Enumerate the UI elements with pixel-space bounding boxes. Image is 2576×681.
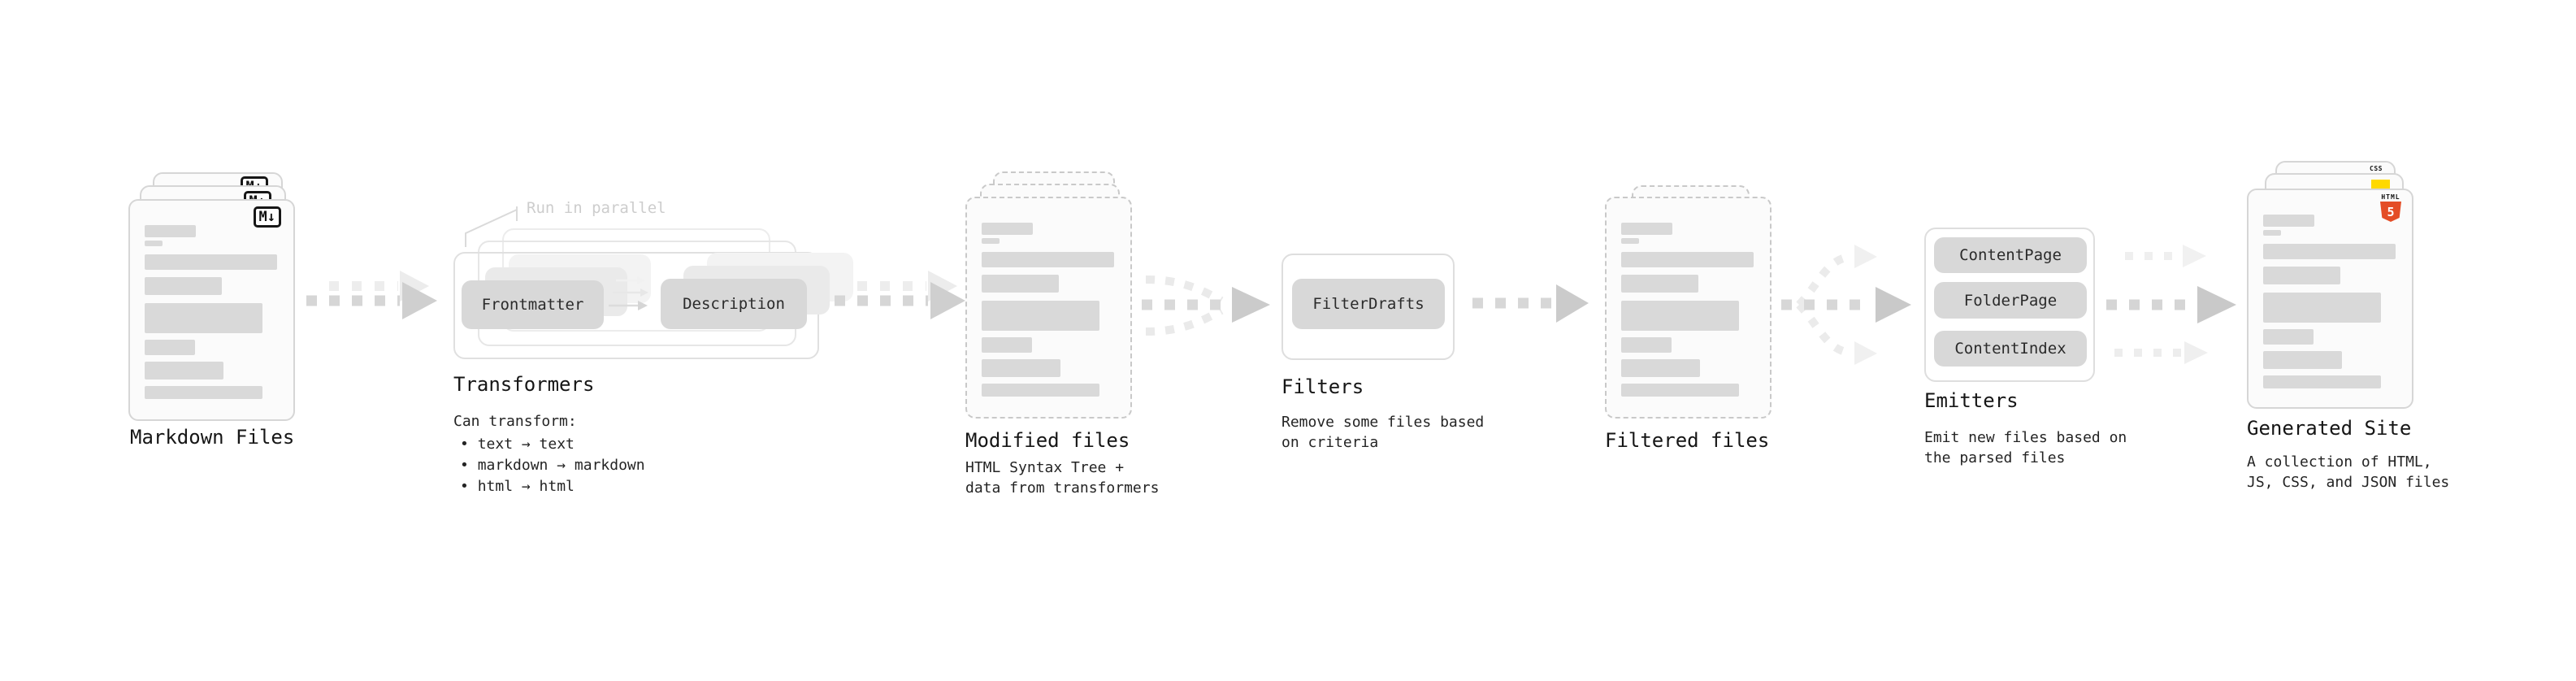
emitters-sub: Emit new files based on the parsed files: [1924, 427, 2127, 468]
placeholder-bar: [145, 277, 222, 295]
transformer-pill-description: Description: [661, 279, 807, 329]
placeholder-bar: [1621, 275, 1698, 293]
placeholder-bar: [145, 362, 223, 380]
placeholder-bar: [2263, 244, 2396, 259]
transformer-pill-frontmatter: Frontmatter: [462, 280, 604, 329]
sub-line: the parsed files: [1924, 449, 2066, 466]
arrow-modified-to-filters-merge: [1142, 275, 1270, 336]
stage-label-transformers: Transformers: [453, 373, 595, 396]
sub-line: A collection of HTML,: [2247, 453, 2432, 471]
placeholder-bar: [1621, 252, 1754, 267]
run-in-parallel-callout: [465, 206, 518, 247]
placeholder-bar: [2263, 215, 2314, 227]
placeholder-bar: [982, 359, 1060, 377]
sub-line: HTML Syntax Tree +: [965, 459, 1125, 476]
stage-label-emitters: Emitters: [1924, 389, 2019, 412]
placeholder-bar: [2263, 375, 2381, 388]
markdown-badge-icon: M↓: [253, 206, 281, 228]
transformers-bullet: text → text: [460, 436, 575, 453]
arrow-markdown-to-transformers: [306, 271, 437, 319]
sub-line: Remove some files based: [1281, 414, 1485, 431]
run-in-parallel-note: Run in parallel: [527, 199, 666, 217]
placeholder-bar: [982, 337, 1032, 353]
placeholder-bar: [982, 384, 1099, 397]
stage-label-filtered-files: Filtered files: [1605, 429, 1770, 452]
placeholder-bar: [145, 340, 195, 355]
placeholder-bar: [1621, 337, 1672, 353]
css-badge-label: CSS: [2370, 165, 2383, 172]
stage-label-modified-files: Modified files: [965, 429, 1130, 452]
placeholder-bar: [2263, 329, 2314, 345]
transformers-desc: Can transform:: [453, 413, 577, 430]
js-badge-icon: [2371, 180, 2390, 190]
sub-line: on criteria: [1281, 434, 1379, 451]
placeholder-bar: [145, 386, 262, 399]
html5-badge-icon: HTML 5: [2379, 193, 2403, 222]
emitter-pill-contentpage: ContentPage: [1934, 237, 2087, 273]
file-card: [1605, 197, 1772, 419]
sub-line: Emit new files based on: [1924, 429, 2127, 446]
placeholder-bar: [982, 238, 1000, 244]
sub-line: data from transformers: [965, 479, 1160, 497]
bullet-text: text → text: [477, 436, 575, 453]
sub-line: JS, CSS, and JSON files: [2247, 474, 2450, 491]
placeholder-bar: [145, 303, 262, 333]
arrow-emitters-to-site: [2106, 245, 2236, 364]
placeholder-bar: [2263, 293, 2381, 323]
file-card: [965, 197, 1132, 419]
bullet-text: html → html: [477, 478, 575, 495]
transformers-bullet: markdown → markdown: [460, 457, 645, 474]
stage-label-markdown-files: Markdown Files: [130, 426, 295, 449]
arrow-filters-to-filtered: [1472, 284, 1589, 323]
placeholder-bar: [1621, 359, 1700, 377]
transformers-bullet: html → html: [460, 478, 575, 495]
generated-site-sub: A collection of HTML, JS, CSS, and JSON …: [2247, 452, 2449, 492]
parallel-arrows-icon: [609, 276, 648, 310]
html5-badge-shield: 5: [2380, 202, 2401, 222]
file-card: HTML 5: [2247, 189, 2413, 409]
placeholder-bar: [1621, 223, 1672, 235]
placeholder-bar: [1621, 301, 1739, 331]
arrow-transformers-to-modified: [835, 271, 965, 319]
filters-sub: Remove some files based on criteria: [1281, 412, 1484, 453]
emitter-pill-folderpage: FolderPage: [1934, 282, 2087, 319]
filter-pill-filterdrafts: FilterDrafts: [1292, 279, 1445, 329]
placeholder-bar: [2263, 351, 2342, 369]
placeholder-bar: [2263, 267, 2340, 284]
placeholder-bar: [145, 241, 163, 246]
html5-badge-label: HTML: [2381, 193, 2400, 201]
placeholder-bar: [1621, 384, 1739, 397]
modified-files-sub: HTML Syntax Tree + data from transformer…: [965, 458, 1159, 498]
placeholder-bar: [2263, 230, 2281, 236]
stage-label-generated-site: Generated Site: [2247, 417, 2412, 440]
placeholder-bar: [145, 254, 277, 270]
placeholder-bar: [145, 225, 196, 237]
placeholder-bar: [982, 252, 1114, 267]
arrow-filtered-to-emitters-fork: [1781, 245, 1911, 365]
emitter-pill-contentindex: ContentIndex: [1934, 331, 2087, 367]
bullet-text: markdown → markdown: [477, 457, 645, 474]
placeholder-bar: [982, 301, 1099, 331]
placeholder-bar: [1621, 238, 1639, 244]
file-card: M↓: [128, 199, 295, 421]
placeholder-bar: [982, 223, 1033, 235]
stage-label-filters: Filters: [1281, 375, 1364, 398]
html5-badge-number: 5: [2387, 204, 2395, 219]
placeholder-bar: [982, 275, 1059, 293]
